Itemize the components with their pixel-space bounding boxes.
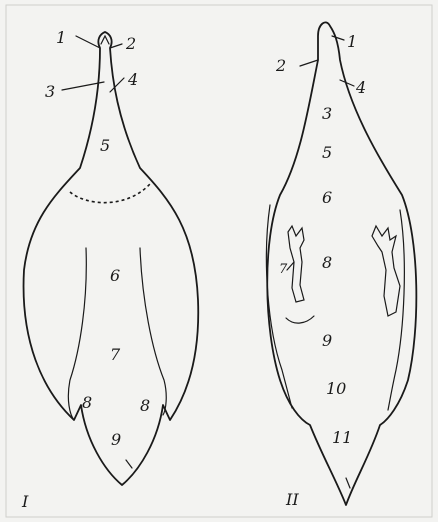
- figure-i-leader-1: [76, 36, 100, 48]
- figure-ii-tail-mark: [346, 478, 350, 488]
- figure-ii-left-organ: [288, 226, 304, 302]
- fig1-label-4: 4: [128, 72, 138, 88]
- fig1-roman-numeral: I: [22, 494, 28, 510]
- fig2-label-9: 9: [322, 333, 332, 349]
- fig2-label-10: 10: [326, 381, 346, 397]
- fig1-label-5: 5: [100, 138, 110, 154]
- figure-i-leader-4: [110, 78, 124, 92]
- figure-ii-left-organ-arc: [286, 316, 314, 323]
- fig2-roman-numeral: II: [286, 492, 299, 508]
- figure-i-shoulder-line: [70, 184, 150, 203]
- fig2-label-5: 5: [322, 145, 332, 161]
- fig1-label-8-right: 8: [140, 398, 150, 414]
- fig2-label-6: 6: [322, 190, 332, 206]
- fig1-label-2: 2: [126, 36, 136, 52]
- figure-i-right-wing-line: [140, 248, 166, 415]
- fig2-label-4: 4: [356, 80, 366, 96]
- fig1-label-8-left: 8: [82, 395, 92, 411]
- fig2-label-3: 3: [322, 106, 332, 122]
- fig2-label-11: 11: [332, 430, 352, 446]
- fig1-label-9: 9: [111, 432, 121, 448]
- fig2-label-2: 2: [276, 58, 286, 74]
- frame-border: [6, 5, 432, 517]
- fig2-label-8: 8: [322, 255, 332, 271]
- fig2-label-7: 7: [279, 263, 287, 276]
- figure-ii-right-organ: [372, 226, 400, 316]
- figure-ii-leader-2: [300, 60, 318, 66]
- fig2-label-1: 1: [347, 34, 357, 50]
- fig1-label-1: 1: [56, 30, 66, 46]
- figure-ii-leader-1: [332, 36, 344, 40]
- fig1-label-6: 6: [110, 268, 120, 284]
- fig1-label-3: 3: [45, 84, 55, 100]
- figure-i-beak: [101, 36, 109, 44]
- fig1-label-7: 7: [110, 347, 120, 363]
- figure-i-tail-mark: [126, 460, 132, 468]
